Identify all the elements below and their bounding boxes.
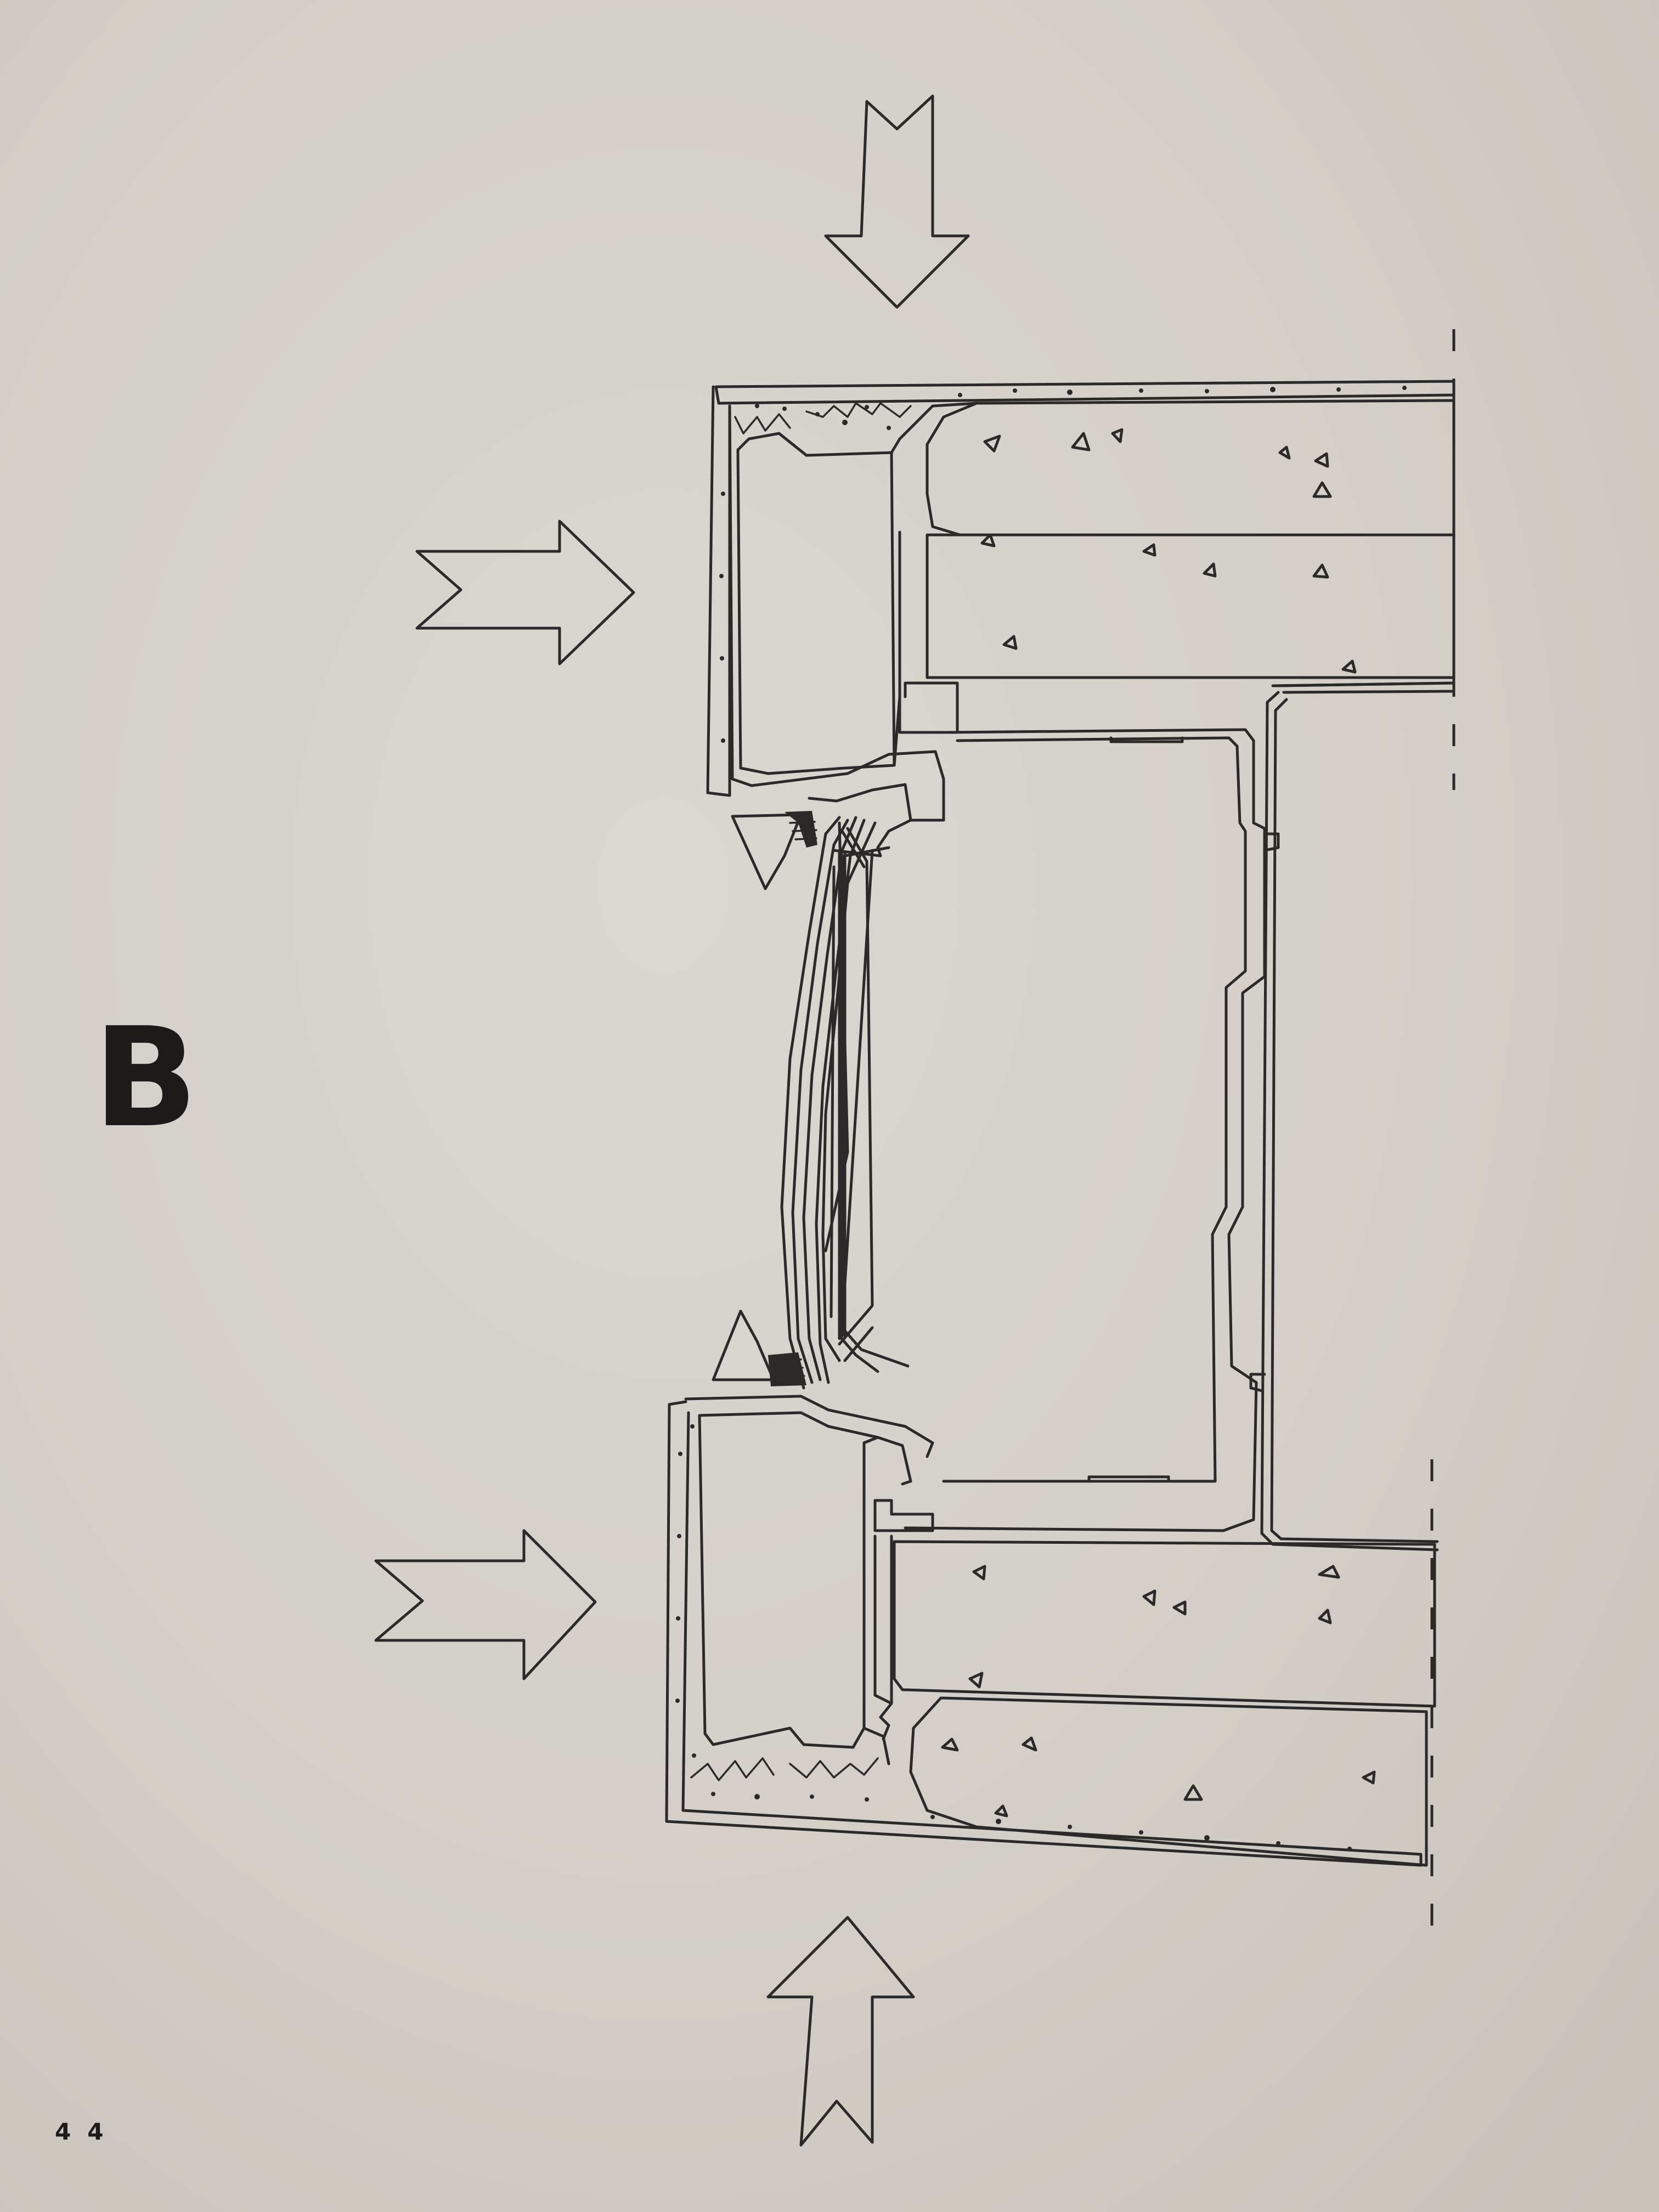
section-cut-lines xyxy=(1430,329,1455,1953)
arrow-up-icon xyxy=(766,1916,915,2147)
lower-gasket xyxy=(712,1310,806,1386)
sash-inner-frame xyxy=(830,819,912,1373)
arrow-right-icon xyxy=(415,520,635,665)
upper-frame-profile xyxy=(706,380,1455,822)
lower-foam-stipple xyxy=(675,1424,1352,1851)
upper-foam-stipple xyxy=(719,386,1407,743)
central-sash-profile xyxy=(904,681,1455,1551)
page-number: 44 xyxy=(55,2118,120,2145)
arrow-down-icon xyxy=(824,94,970,309)
arrow-right-icon xyxy=(374,1529,597,1680)
upper-gasket xyxy=(731,811,817,890)
lower-insulating-panel xyxy=(893,1540,1436,1867)
upper-insulating-panel xyxy=(926,399,1455,694)
figure-label: B xyxy=(93,998,198,1158)
glass-pane xyxy=(780,816,877,1390)
lower-frame-profile xyxy=(665,1395,1423,1867)
